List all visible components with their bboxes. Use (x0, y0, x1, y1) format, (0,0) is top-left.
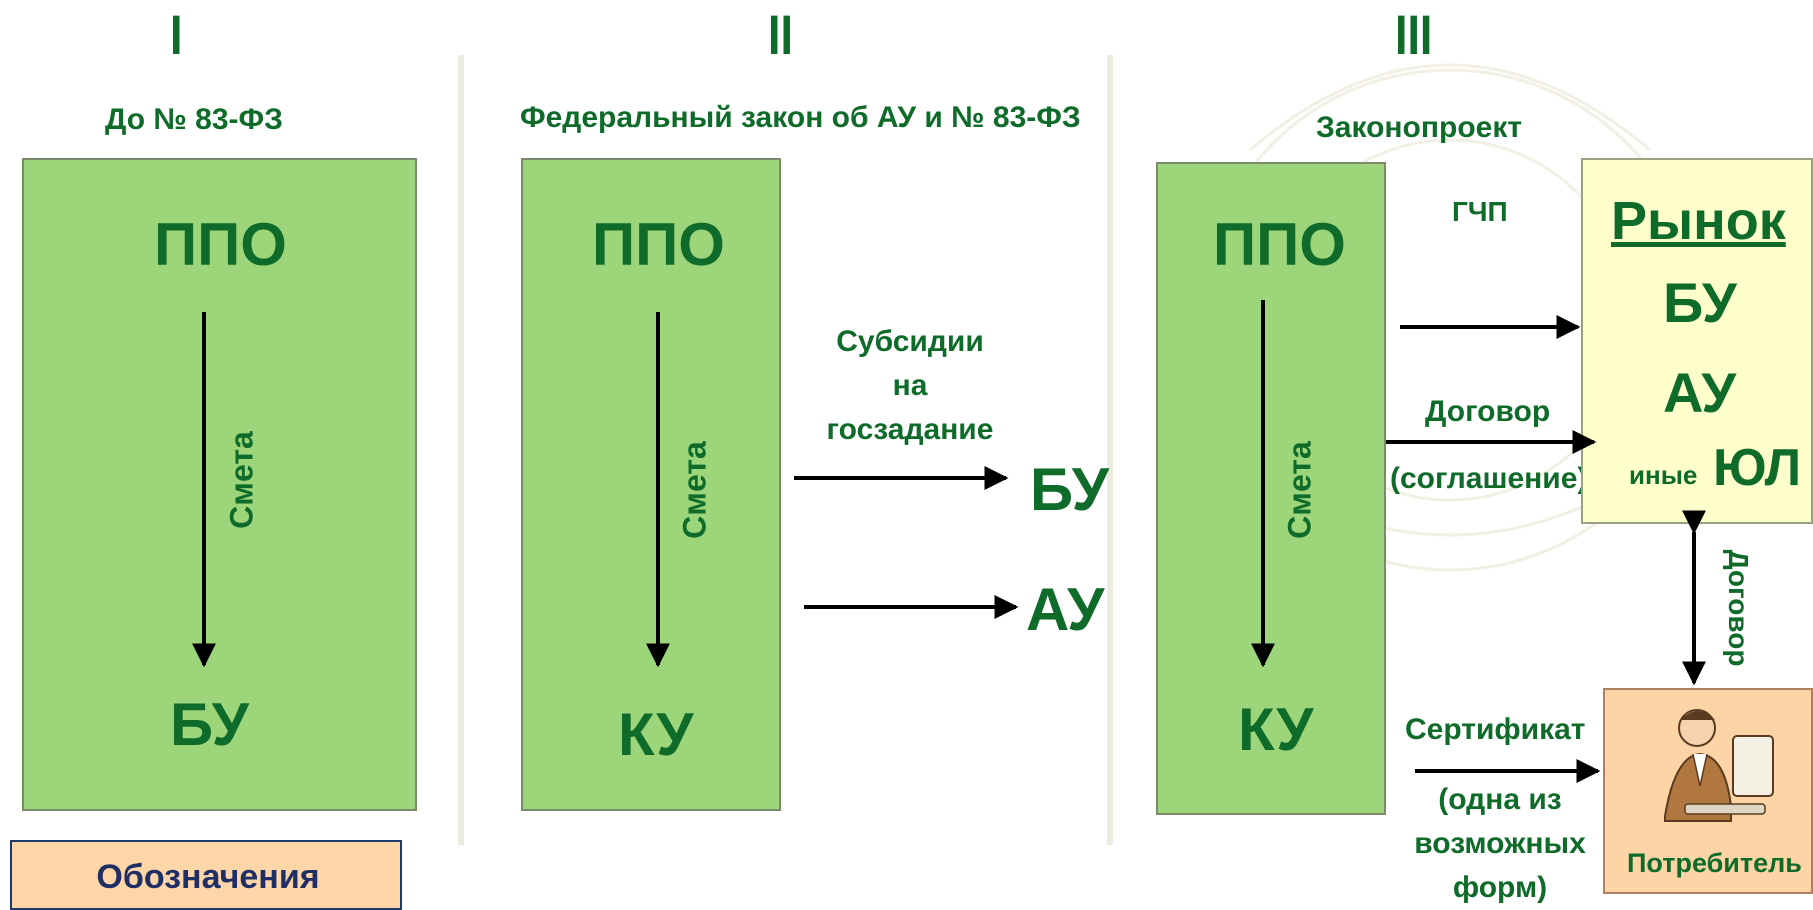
column-2-target-au: АУ (1026, 576, 1105, 643)
certificate-note-line-1: (одна из (1438, 783, 1562, 816)
column-1-top-label: ППО (154, 211, 287, 278)
certificate-note: (одна из возможных форм) (1400, 778, 1600, 910)
consumer-box: Потребитель (1603, 688, 1813, 894)
consumer-label: Потребитель (1627, 848, 1802, 878)
subsidy-label: Субсидии на госзадание (800, 320, 1020, 452)
column-1-bottom-label: БУ (170, 691, 249, 758)
market-box: Рынок БУ АУ иные ЮЛ (1581, 158, 1813, 524)
column-3-top-label: ППО (1213, 211, 1346, 278)
certificate-label: Сертификат (1405, 713, 1586, 746)
column-2-top-label: ППО (592, 211, 725, 278)
divider-2 (1107, 55, 1113, 845)
gchp-label: ГЧП (1452, 196, 1508, 227)
column-3-box (1156, 162, 1386, 815)
market-title: Рынок (1611, 191, 1786, 251)
subsidy-line-3: госзадание (826, 413, 994, 446)
column-2-target-bu: БУ (1030, 456, 1109, 523)
column-3-title: Законопроект (1316, 111, 1523, 144)
legend-box: Обозначения (10, 840, 402, 910)
market-au: АУ (1663, 361, 1737, 424)
certificate-note-line-3: форм) (1452, 871, 1548, 904)
subsidy-line-1: Субсидии (836, 325, 984, 358)
column-2-title: Федеральный закон об АУ и № 83-ФЗ (520, 101, 1081, 134)
column-2-numeral: II (768, 3, 793, 66)
legend-title: Обозначения (96, 858, 320, 896)
divider-1 (458, 55, 464, 845)
agreement-label: (соглашение) (1390, 462, 1588, 495)
column-1-numeral: I (170, 3, 183, 66)
contract-label: Договор (1425, 395, 1551, 428)
market-other-prefix: иные (1629, 460, 1698, 490)
column-1-box (22, 158, 417, 811)
consumer-person-icon (1664, 709, 1774, 822)
market-bu: БУ (1663, 271, 1737, 334)
column-3-bottom-label: КУ (1238, 696, 1314, 763)
certificate-note-line-2: возможных (1414, 827, 1586, 860)
column-2-box (521, 158, 781, 811)
column-1-title: До № 83-ФЗ (105, 103, 283, 136)
column-2-bottom-label: КУ (618, 701, 694, 768)
column-3-numeral: III (1395, 3, 1433, 66)
subsidy-line-2: на (892, 369, 928, 402)
market-other: ЮЛ (1713, 439, 1802, 497)
